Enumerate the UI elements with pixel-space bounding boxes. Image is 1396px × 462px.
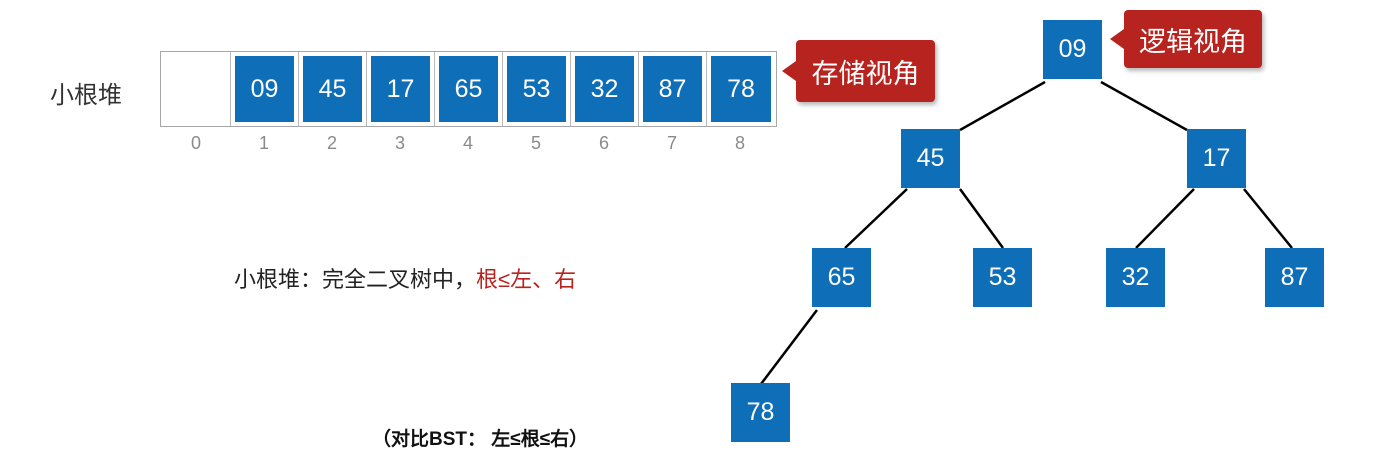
array-value: 78	[711, 56, 771, 122]
array-label: 小根堆	[50, 82, 122, 109]
array-index: 8	[734, 133, 745, 153]
tree-node-87: 87	[1265, 248, 1324, 307]
storage-view-label: 存储视角	[811, 58, 920, 89]
callout-pointer	[782, 61, 796, 81]
array-value: 65	[439, 56, 498, 122]
array-value: 87	[643, 56, 702, 122]
tree-node-32: 32	[1106, 248, 1165, 307]
array-index: 5	[530, 133, 541, 153]
array-cell-8: 78	[707, 52, 775, 126]
edge-17-32	[1135, 188, 1195, 249]
array-cell-6: 32	[571, 52, 639, 126]
edge-65-78	[760, 309, 818, 385]
array-index: 4	[462, 133, 473, 153]
tree-node-09: 09	[1043, 20, 1102, 79]
array-value: 17	[371, 56, 430, 122]
logical-view-callout: 逻辑视角	[1110, 10, 1262, 68]
array-cell-5: 53	[503, 52, 571, 126]
edge-45-53	[958, 188, 1005, 249]
array-cell-3: 17	[367, 52, 435, 126]
logical-view-label: 逻辑视角	[1139, 26, 1247, 57]
edge-09-17	[1100, 80, 1188, 132]
array-index: 7	[666, 133, 677, 153]
bst-comparison-note: （对比BST： 左≤根≤右）	[372, 429, 589, 450]
array-cell-4: 65	[435, 52, 503, 126]
heap-array: 09 45 17 65 53 32 87 78	[160, 51, 777, 127]
storage-view-callout: 存储视角	[782, 40, 935, 102]
array-index: 0	[190, 133, 201, 153]
array-value: 53	[507, 56, 566, 122]
array-cell-7: 87	[639, 52, 707, 126]
heap-definition-note: 小根堆：完全二叉树中，根≤左、右	[234, 262, 576, 294]
tree-node-45: 45	[901, 129, 960, 188]
array-value: 32	[575, 56, 634, 122]
array-cell-0	[161, 52, 231, 126]
array-value: 09	[235, 56, 294, 122]
array-value: 45	[303, 56, 362, 122]
edge-17-87	[1243, 188, 1293, 249]
edge-09-45	[959, 80, 1046, 132]
array-index: 1	[258, 133, 269, 153]
array-index: 2	[326, 133, 337, 153]
tree-node-17: 17	[1187, 129, 1246, 188]
callout-pointer	[1110, 29, 1124, 49]
tree-node-65: 65	[812, 248, 871, 307]
edge-45-65	[844, 188, 908, 249]
heap-property-highlight: 根≤左、右	[476, 267, 577, 292]
array-cell-2: 45	[299, 52, 367, 126]
array-index: 6	[598, 133, 609, 153]
tree-node-53: 53	[973, 248, 1032, 307]
array-index: 3	[394, 133, 405, 153]
array-cell-1: 09	[231, 52, 299, 126]
heap-definition-text: 小根堆：完全二叉树中，	[234, 267, 477, 292]
tree-node-78: 78	[731, 383, 790, 442]
